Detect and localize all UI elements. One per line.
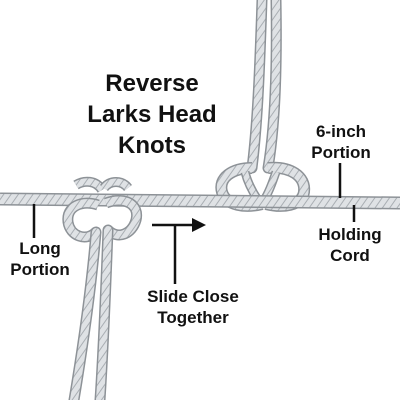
title-line-1: Reverse (105, 70, 199, 97)
six-inch-line-1: 6-inch (315, 122, 367, 141)
slide-arrowhead-icon (192, 218, 206, 232)
pointer-lines (32, 163, 356, 284)
long-portion-label: Long Portion (2, 238, 78, 280)
holding-cord-line-2: Cord (330, 246, 370, 265)
slide-close-line-2: Together (157, 308, 229, 327)
six-inch-line-2: Portion (311, 143, 371, 162)
diagram-title: Reverse Larks Head Knots (72, 68, 232, 161)
holding-cord-label: Holding Cord (306, 224, 394, 266)
long-portion-line-2: Portion (10, 260, 70, 279)
long-portion-line-1: Long (19, 239, 61, 258)
slide-close-label: Slide Close Together (128, 286, 258, 328)
holding-cord (0, 192, 400, 210)
holding-cord-line-1: Holding (318, 225, 382, 244)
title-line-3: Knots (118, 132, 186, 159)
lower-cords (68, 224, 114, 400)
upper-cords (246, 0, 282, 174)
six-inch-portion-label: 6-inch Portion (296, 121, 386, 163)
left-knot (62, 176, 143, 243)
title-line-2: Larks Head (87, 101, 217, 128)
slide-close-line-1: Slide Close (147, 287, 239, 306)
